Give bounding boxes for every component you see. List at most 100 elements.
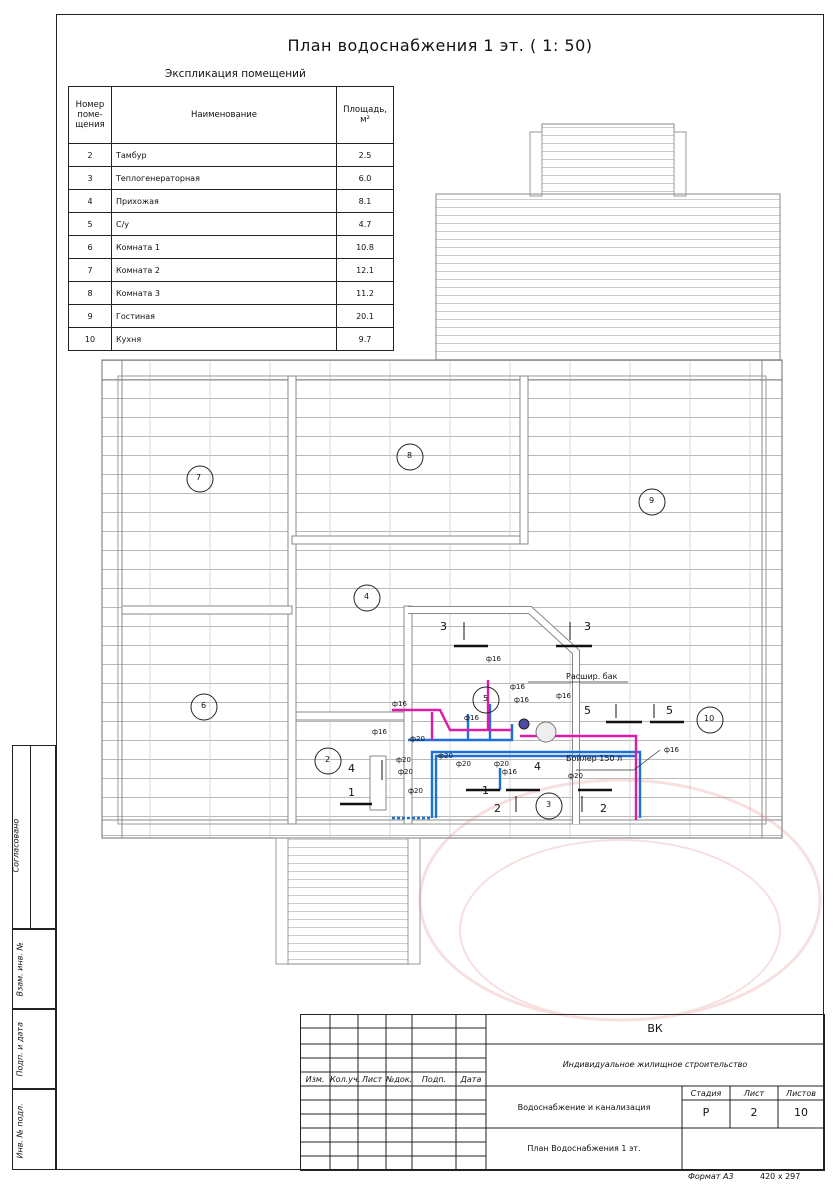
- section-label: 5: [584, 704, 591, 717]
- row-name: Прихожая: [111, 189, 337, 213]
- section-label: 4: [534, 760, 541, 773]
- section-label: 5: [666, 704, 673, 717]
- tb-col-header: №док.: [386, 1075, 413, 1084]
- tb-drawing: План Водоснабжения 1 эт.: [527, 1144, 641, 1153]
- pipe-diameter-label: ф16: [514, 696, 529, 704]
- tb-sheet: 2: [750, 1106, 758, 1119]
- section-label: 1: [348, 786, 355, 799]
- pipe-diameter-label: ф16: [464, 714, 479, 722]
- row-area: 6.0: [336, 166, 394, 190]
- tb-format-size: 420 x 297: [760, 1172, 801, 1181]
- row-number: 5: [68, 212, 112, 236]
- room-number: 4: [364, 592, 370, 601]
- pipe-diameter-label: ф16: [556, 692, 571, 700]
- tb-sheets-label: Листов: [786, 1089, 816, 1098]
- pipe-diameter-label: ф20: [398, 768, 413, 776]
- explication-table: Номер поме- щения Наименование Площадь, …: [68, 86, 394, 351]
- pipe-diameter-label: ф20: [494, 760, 509, 768]
- terrace: [435, 123, 781, 361]
- leader-lines: [528, 681, 661, 771]
- row-number: 6: [68, 235, 112, 259]
- section-label: 2: [600, 802, 607, 815]
- room-number: 5: [483, 694, 489, 703]
- section-cuts: [340, 644, 684, 806]
- header-area: Площадь, м²: [336, 86, 394, 144]
- watermark-logo: [418, 778, 822, 1022]
- row-name: Кухня: [111, 327, 337, 351]
- row-area: 9.7: [336, 327, 394, 351]
- row-area: 12.1: [336, 258, 394, 282]
- pipe-diameter-label: ф20: [408, 787, 423, 795]
- row-name: Комната 3: [111, 281, 337, 305]
- room-number: 2: [325, 755, 331, 764]
- sheet-title: План водоснабжения 1 эт. ( 1: 50): [287, 36, 593, 55]
- pipe-diameter-label: ф20: [438, 752, 453, 760]
- pipe-diameter-label: ф20: [568, 772, 583, 780]
- row-name: Тамбур: [111, 143, 337, 167]
- row-area: 2.5: [336, 143, 394, 167]
- hot-water-pipes: [392, 680, 638, 820]
- pipe-diameter-label: ф16: [372, 728, 387, 736]
- sidebar-agreed-cell: [12, 745, 56, 929]
- pipe-diameter-label: ф16: [664, 746, 679, 754]
- section-label: 3: [440, 620, 447, 633]
- header-area-label: Площадь, м²: [343, 105, 387, 125]
- pipe-diameter-label: ф16: [510, 683, 525, 691]
- room-number: 10: [704, 714, 715, 723]
- row-area: 11.2: [336, 281, 394, 305]
- sidebar-divider: [30, 745, 56, 929]
- row-area: 10.8: [336, 235, 394, 259]
- sidebar-inv-orig-label: Инв. № подл.: [15, 1103, 25, 1159]
- tb-stage: Р: [702, 1106, 710, 1119]
- tb-section: Водоснабжение и канализация: [517, 1103, 651, 1112]
- room-number: 7: [196, 473, 202, 482]
- boiler-icon: [535, 721, 557, 743]
- sidebar-inv-replace-cell: [12, 929, 56, 1009]
- room-number: 3: [546, 800, 552, 809]
- pipe-diameter-label: ф16: [486, 655, 501, 663]
- section-label: 1: [482, 784, 489, 797]
- tb-col-header: Лист: [361, 1075, 383, 1084]
- header-number-label: Номер поме- щения: [75, 100, 105, 130]
- row-number: 10: [68, 327, 112, 351]
- section-label: 2: [494, 802, 501, 815]
- section-label: 4: [348, 762, 355, 775]
- row-area: 4.7: [336, 212, 394, 236]
- row-area: 8.1: [336, 189, 394, 213]
- expansion-tank-icon: [518, 718, 530, 730]
- tb-project: Индивидуальное жилищное строительство: [562, 1060, 748, 1069]
- entrance-stairs: [275, 837, 421, 965]
- pipe-diameter-label: ф20: [456, 760, 471, 768]
- tb-col-header: Изм.: [305, 1075, 325, 1084]
- explication-title: Экспликация помещений: [165, 68, 306, 80]
- row-number: 3: [68, 166, 112, 190]
- expansion-tank-label: Расшир. бак: [566, 672, 618, 681]
- tb-stage-label: Стадия: [690, 1089, 722, 1098]
- drawing-frame: [56, 14, 824, 1170]
- row-number: 4: [68, 189, 112, 213]
- tb-sheet-label: Лист: [743, 1089, 765, 1098]
- room-number: 8: [407, 451, 413, 460]
- tb-code: ВК: [647, 1022, 663, 1035]
- sidebar-inv-replace-label: Взам. инв. №: [15, 942, 25, 997]
- row-area: 20.1: [336, 304, 394, 328]
- sidebar-agreed-label: Согласовано: [11, 818, 21, 873]
- tb-col-header: Кол.уч.: [330, 1075, 361, 1084]
- header-name: Наименование: [111, 86, 337, 144]
- section-arrows: [381, 622, 655, 812]
- tb-col-header: Дата: [460, 1075, 482, 1084]
- sidebar-sign-date-label: Подп. и дата: [15, 1022, 25, 1077]
- house-walls: [101, 359, 783, 839]
- row-name: Комната 1: [111, 235, 337, 259]
- tb-col-header: Подп.: [421, 1075, 447, 1084]
- pipe-diameter-label: ф20: [396, 756, 411, 764]
